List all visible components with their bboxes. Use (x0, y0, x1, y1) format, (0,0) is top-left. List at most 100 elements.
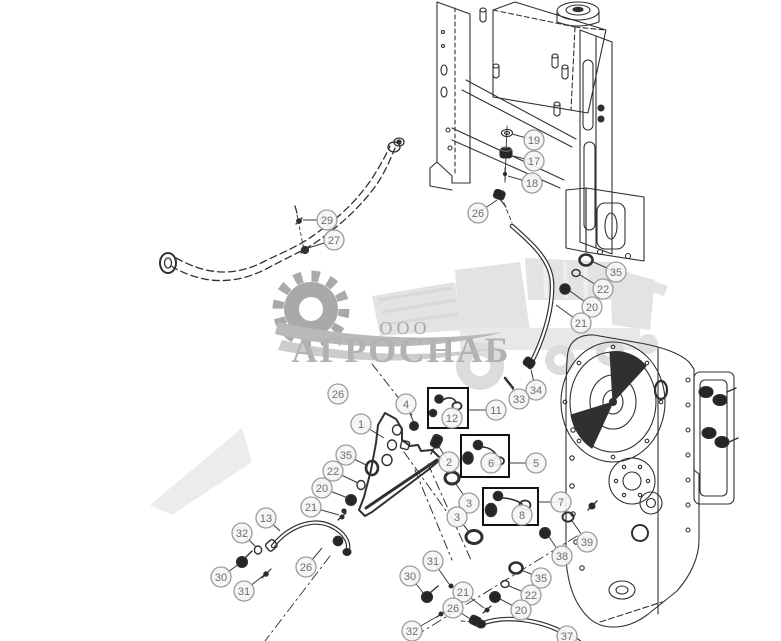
callout-26: 26 (327, 383, 349, 405)
part-group-box-6 (460, 434, 510, 478)
svg-text:20: 20 (586, 302, 598, 314)
svg-text:38: 38 (556, 551, 568, 563)
svg-text:33: 33 (513, 394, 525, 406)
watermark-gear-icon (272, 270, 503, 361)
svg-text:13: 13 (260, 513, 272, 525)
svg-text:12: 12 (446, 413, 458, 425)
callout-12: 12 (441, 407, 463, 429)
callout-22: 22 (520, 584, 542, 606)
svg-text:21: 21 (575, 318, 587, 330)
callout-32: 32 (401, 620, 423, 641)
callout-21: 21 (300, 496, 322, 518)
callout-3: 3 (446, 506, 468, 528)
svg-text:19: 19 (528, 135, 540, 147)
svg-text:26: 26 (472, 208, 484, 220)
callout-21: 21 (570, 312, 592, 334)
svg-text:32: 32 (406, 626, 418, 638)
svg-text:27: 27 (328, 235, 340, 247)
plug-kits (428, 394, 532, 518)
svg-text:26: 26 (332, 389, 344, 401)
callout-4: 4 (395, 393, 417, 415)
svg-text:3: 3 (454, 512, 460, 524)
svg-text:31: 31 (427, 556, 439, 568)
callout-6: 6 (480, 452, 502, 474)
callout-18: 18 (521, 172, 543, 194)
svg-text:35: 35 (340, 450, 352, 462)
callout-33: 33 (508, 388, 530, 410)
callout-20: 20 (581, 296, 603, 318)
callout-27: 27 (323, 229, 345, 251)
callout-11: 11 (485, 399, 507, 421)
svg-text:21: 21 (457, 587, 469, 599)
part-group-box-12 (427, 387, 469, 429)
svg-text:22: 22 (597, 284, 609, 296)
svg-text:34: 34 (530, 385, 542, 397)
callout-5: 5 (525, 452, 547, 474)
callout-26: 26 (467, 202, 489, 224)
callout-1: 1 (350, 413, 372, 435)
svg-text:2: 2 (446, 457, 452, 469)
callout-22: 22 (592, 278, 614, 300)
callout-35: 35 (605, 261, 627, 283)
callout-31: 31 (233, 580, 255, 602)
svg-text:1: 1 (358, 419, 364, 431)
svg-text:17: 17 (528, 156, 540, 168)
svg-text:11: 11 (490, 405, 501, 417)
callout-3: 3 (458, 492, 480, 514)
svg-text:5: 5 (533, 458, 539, 470)
svg-text:30: 30 (215, 572, 227, 584)
watermark-harvester-silhouette (150, 258, 668, 515)
svg-text:30: 30 (404, 571, 416, 583)
callout-29: 29 (316, 209, 338, 231)
callout-19: 19 (523, 129, 545, 151)
svg-text:35: 35 (610, 267, 622, 279)
callout-34: 34 (525, 379, 547, 401)
transmission-housing (560, 334, 739, 628)
svg-text:18: 18 (526, 178, 538, 190)
callout-38: 38 (551, 545, 573, 567)
callout-32: 32 (231, 522, 253, 544)
svg-text:20: 20 (515, 605, 527, 617)
callout-35: 35 (530, 567, 552, 589)
suction-tube (159, 137, 405, 282)
callout-21: 21 (452, 581, 474, 603)
svg-text:3: 3 (466, 498, 472, 510)
callout-layer: 1917182629273522202134332641211123522202… (210, 129, 627, 641)
upper-return-hose (492, 125, 594, 390)
svg-text:26: 26 (300, 562, 312, 574)
callout-7: 7 (550, 491, 572, 513)
lower-left-hose (235, 512, 352, 641)
callout-2: 2 (438, 451, 460, 473)
svg-text:39: 39 (581, 537, 593, 549)
svg-text:20: 20 (316, 483, 328, 495)
watermark-company-prefix: ООО (380, 318, 431, 338)
callout-35: 35 (335, 444, 357, 466)
svg-text:6: 6 (488, 458, 494, 470)
svg-text:35: 35 (535, 573, 547, 585)
svg-text:8: 8 (519, 510, 525, 522)
part-group-box-8 (482, 487, 539, 526)
svg-text:31: 31 (238, 586, 250, 598)
watermark: ООО АГРОСНАБ (150, 258, 668, 515)
callout-26: 26 (442, 597, 464, 619)
callout-30: 30 (399, 565, 421, 587)
callout-30: 30 (210, 566, 232, 588)
svg-text:22: 22 (327, 466, 339, 478)
svg-text:26: 26 (447, 603, 459, 615)
callout-17: 17 (523, 150, 545, 172)
svg-text:7: 7 (558, 497, 564, 509)
callout-22: 22 (322, 460, 344, 482)
watermark-company-name: АГРОСНАБ (292, 330, 511, 370)
callout-20: 20 (510, 599, 532, 621)
callout-26: 26 (295, 556, 317, 578)
callout-31: 31 (422, 550, 444, 572)
callout-37: 37 (556, 625, 578, 641)
callout-39: 39 (576, 531, 598, 553)
callout-13: 13 (255, 507, 277, 529)
svg-text:4: 4 (403, 399, 409, 411)
callout-20: 20 (311, 477, 333, 499)
callout-8: 8 (511, 504, 533, 526)
svg-text:22: 22 (525, 590, 537, 602)
